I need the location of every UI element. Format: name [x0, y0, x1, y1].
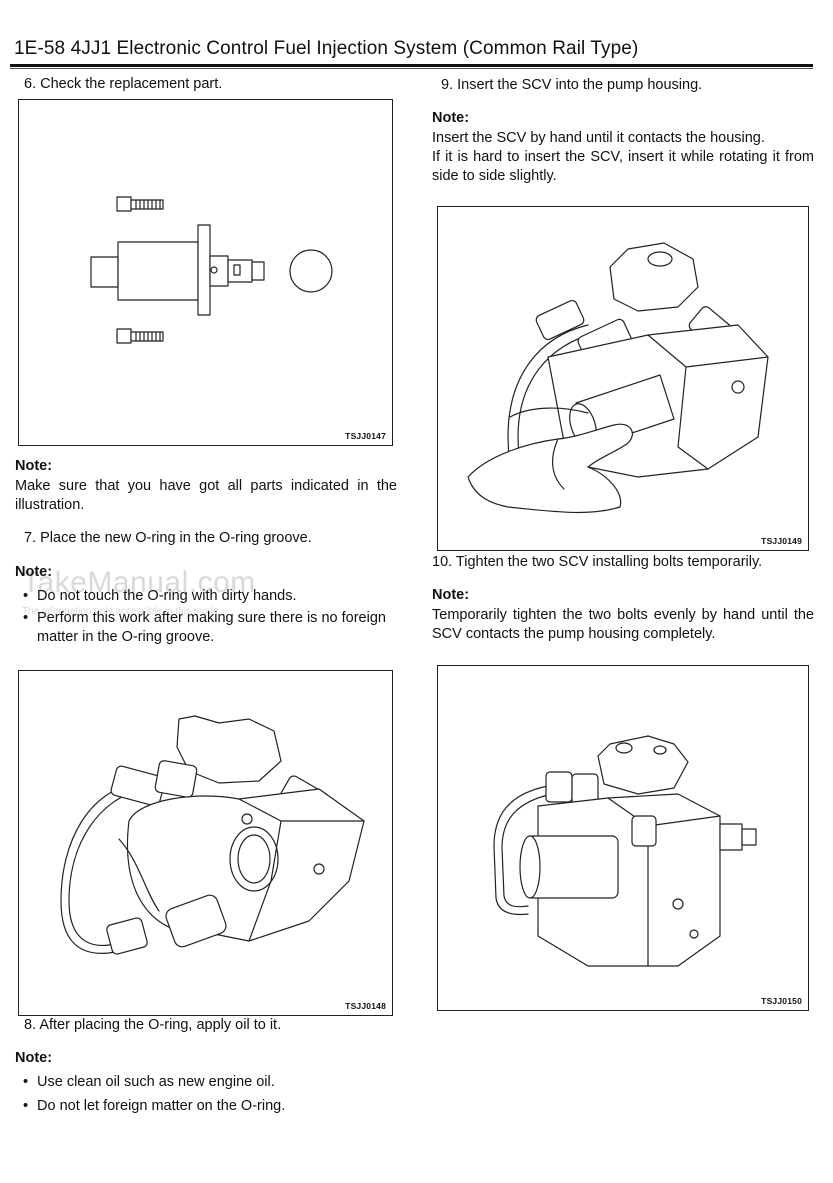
- header-rule: [10, 64, 813, 67]
- figure-insert-scv: TSJJ0149: [437, 206, 809, 551]
- note-text-line: Insert the SCV by hand until it contacts…: [432, 130, 765, 146]
- note-heading: Note:: [432, 110, 470, 126]
- list-item: Perform this work after making sure ther…: [15, 609, 400, 647]
- figure-o-ring-placement: TSJJ0148: [18, 670, 393, 1016]
- note-heading: Note:: [15, 564, 53, 580]
- note-text: Temporarily tighten the two bolts evenly…: [432, 607, 814, 642]
- note-text: Make sure that you have got all parts in…: [15, 478, 397, 513]
- note-bullet-list: Do not touch the O-ring with dirty hands…: [15, 587, 400, 647]
- scv-parts-illustration: [90, 196, 333, 344]
- figure-id: TSJJ0148: [345, 1001, 386, 1011]
- note-heading: Note:: [15, 458, 53, 474]
- scv-installed-illustration: [493, 735, 757, 967]
- note-bullet-list: Use clean oil such as new engine oil. Do…: [15, 1073, 400, 1116]
- header-rule-thin: [10, 68, 813, 69]
- step-9: 9. Insert the SCV into the pump housing.: [441, 77, 703, 93]
- figure-id: TSJJ0150: [761, 996, 802, 1006]
- figure-replacement-parts: TSJJ0147: [18, 99, 393, 446]
- list-item: Do not let foreign matter on the O-ring.: [15, 1097, 400, 1116]
- step-10: 10. Tighten the two SCV installing bolts…: [432, 554, 763, 570]
- page-title: 1E-58 4JJ1 Electronic Control Fuel Injec…: [14, 38, 639, 59]
- note-heading: Note:: [15, 1050, 53, 1066]
- pump-oring-illustration: [60, 715, 365, 955]
- scv-insertion-illustration: [467, 242, 769, 514]
- step-7: 7. Place the new O-ring in the O-ring gr…: [24, 530, 312, 546]
- note-text: If it is hard to insert the SCV, insert …: [432, 149, 814, 184]
- list-item: Use clean oil such as new engine oil.: [15, 1073, 400, 1092]
- figure-tighten-bolts: TSJJ0150: [437, 665, 809, 1011]
- list-item: Do not touch the O-ring with dirty hands…: [15, 587, 400, 606]
- step-8: 8. After placing the O-ring, apply oil t…: [24, 1017, 282, 1033]
- figure-id: TSJJ0147: [345, 431, 386, 441]
- step-6: 6. Check the replacement part.: [24, 76, 223, 92]
- figure-id: TSJJ0149: [761, 536, 802, 546]
- note-heading: Note:: [432, 587, 470, 603]
